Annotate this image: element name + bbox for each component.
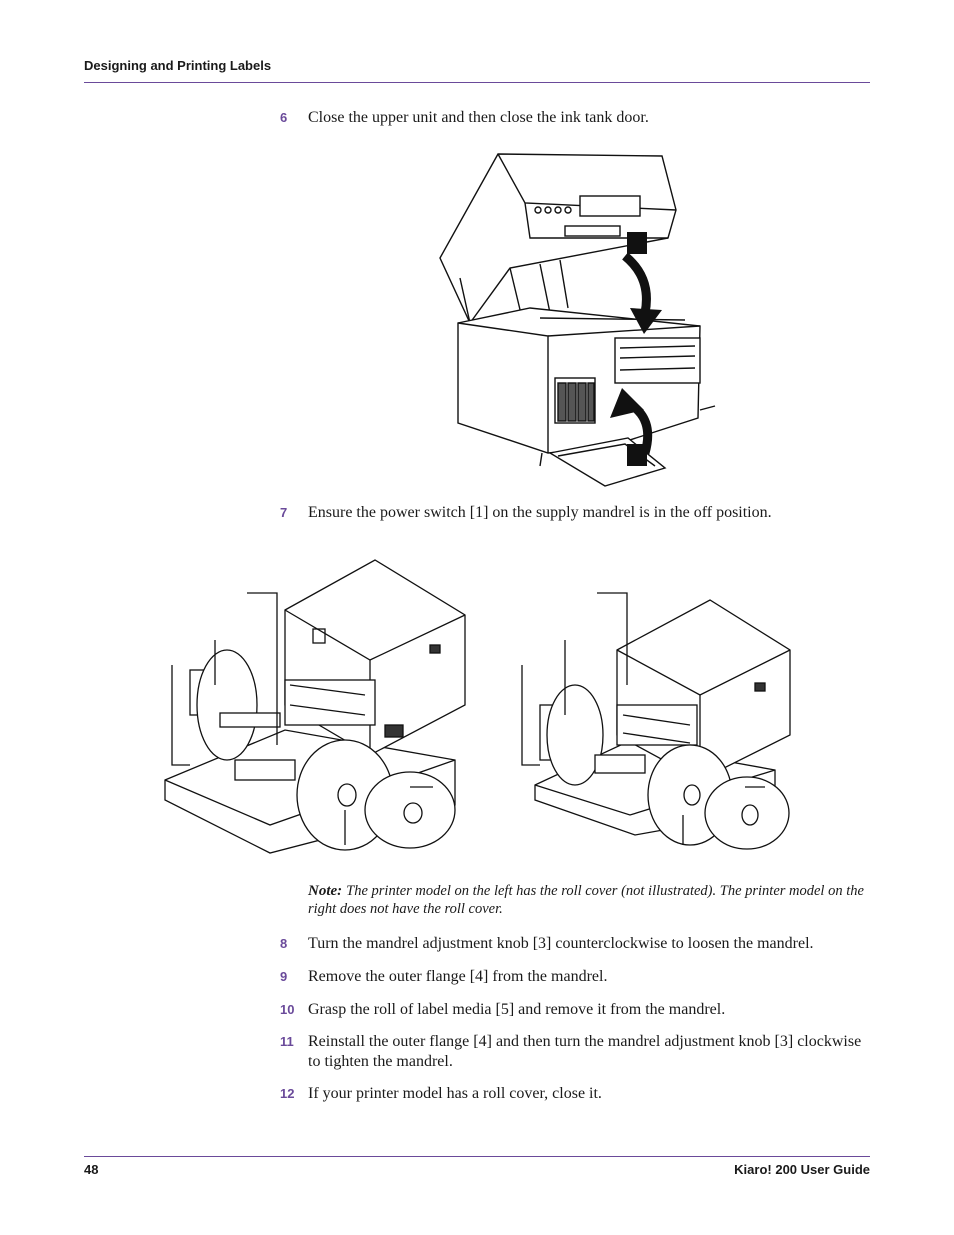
guide-title: Kiaro! 200 User Guide: [734, 1162, 870, 1177]
left-printer-model: [164, 559, 466, 854]
step-8: 8 Turn the mandrel adjustment knob [3] c…: [280, 934, 870, 954]
header-rule: [84, 82, 870, 83]
printer-closing-illustration: [439, 153, 716, 487]
step-11: 11 Reinstall the outer flange [4] and th…: [280, 1032, 870, 1072]
step-10: 10 Grasp the roll of label media [5] and…: [280, 1000, 870, 1020]
step-number: 6: [280, 110, 288, 125]
note-text: The printer model on the left has the ro…: [308, 883, 864, 917]
step-7: 7 Ensure the power switch [1] on the sup…: [280, 503, 870, 523]
step-text: Close the upper unit and then close the …: [308, 109, 649, 126]
page-number: 48: [84, 1162, 99, 1177]
step-text: Turn the mandrel adjustment knob [3] cou…: [308, 935, 814, 952]
footer-rule: [84, 1156, 870, 1157]
step-6: 6 Close the upper unit and then close th…: [280, 108, 870, 128]
step-number: 7: [280, 505, 288, 520]
running-header: Designing and Printing Labels: [84, 58, 272, 73]
step-text: If your printer model has a roll cover, …: [308, 1085, 602, 1102]
step-number: 8: [280, 936, 288, 951]
step-9: 9 Remove the outer flange [4] from the m…: [280, 967, 870, 987]
step-text: Ensure the power switch [1] on the suppl…: [308, 504, 772, 521]
step-number: 10: [280, 1002, 295, 1017]
right-printer-model: [521, 592, 791, 850]
note: Note:The printer model on the left has t…: [308, 882, 878, 918]
supply-mandrel-illustration: [164, 559, 791, 854]
step-text: Remove the outer flange [4] from the man…: [308, 968, 608, 985]
step-text: Reinstall the outer flange [4] and then …: [308, 1033, 862, 1070]
step-number: 9: [280, 969, 288, 984]
step-number: 12: [280, 1086, 295, 1101]
step-text: Grasp the roll of label media [5] and re…: [308, 1001, 726, 1018]
step-12: 12 If your printer model has a roll cove…: [280, 1084, 870, 1104]
note-label: Note:: [308, 883, 343, 899]
step-number: 11: [280, 1034, 294, 1049]
